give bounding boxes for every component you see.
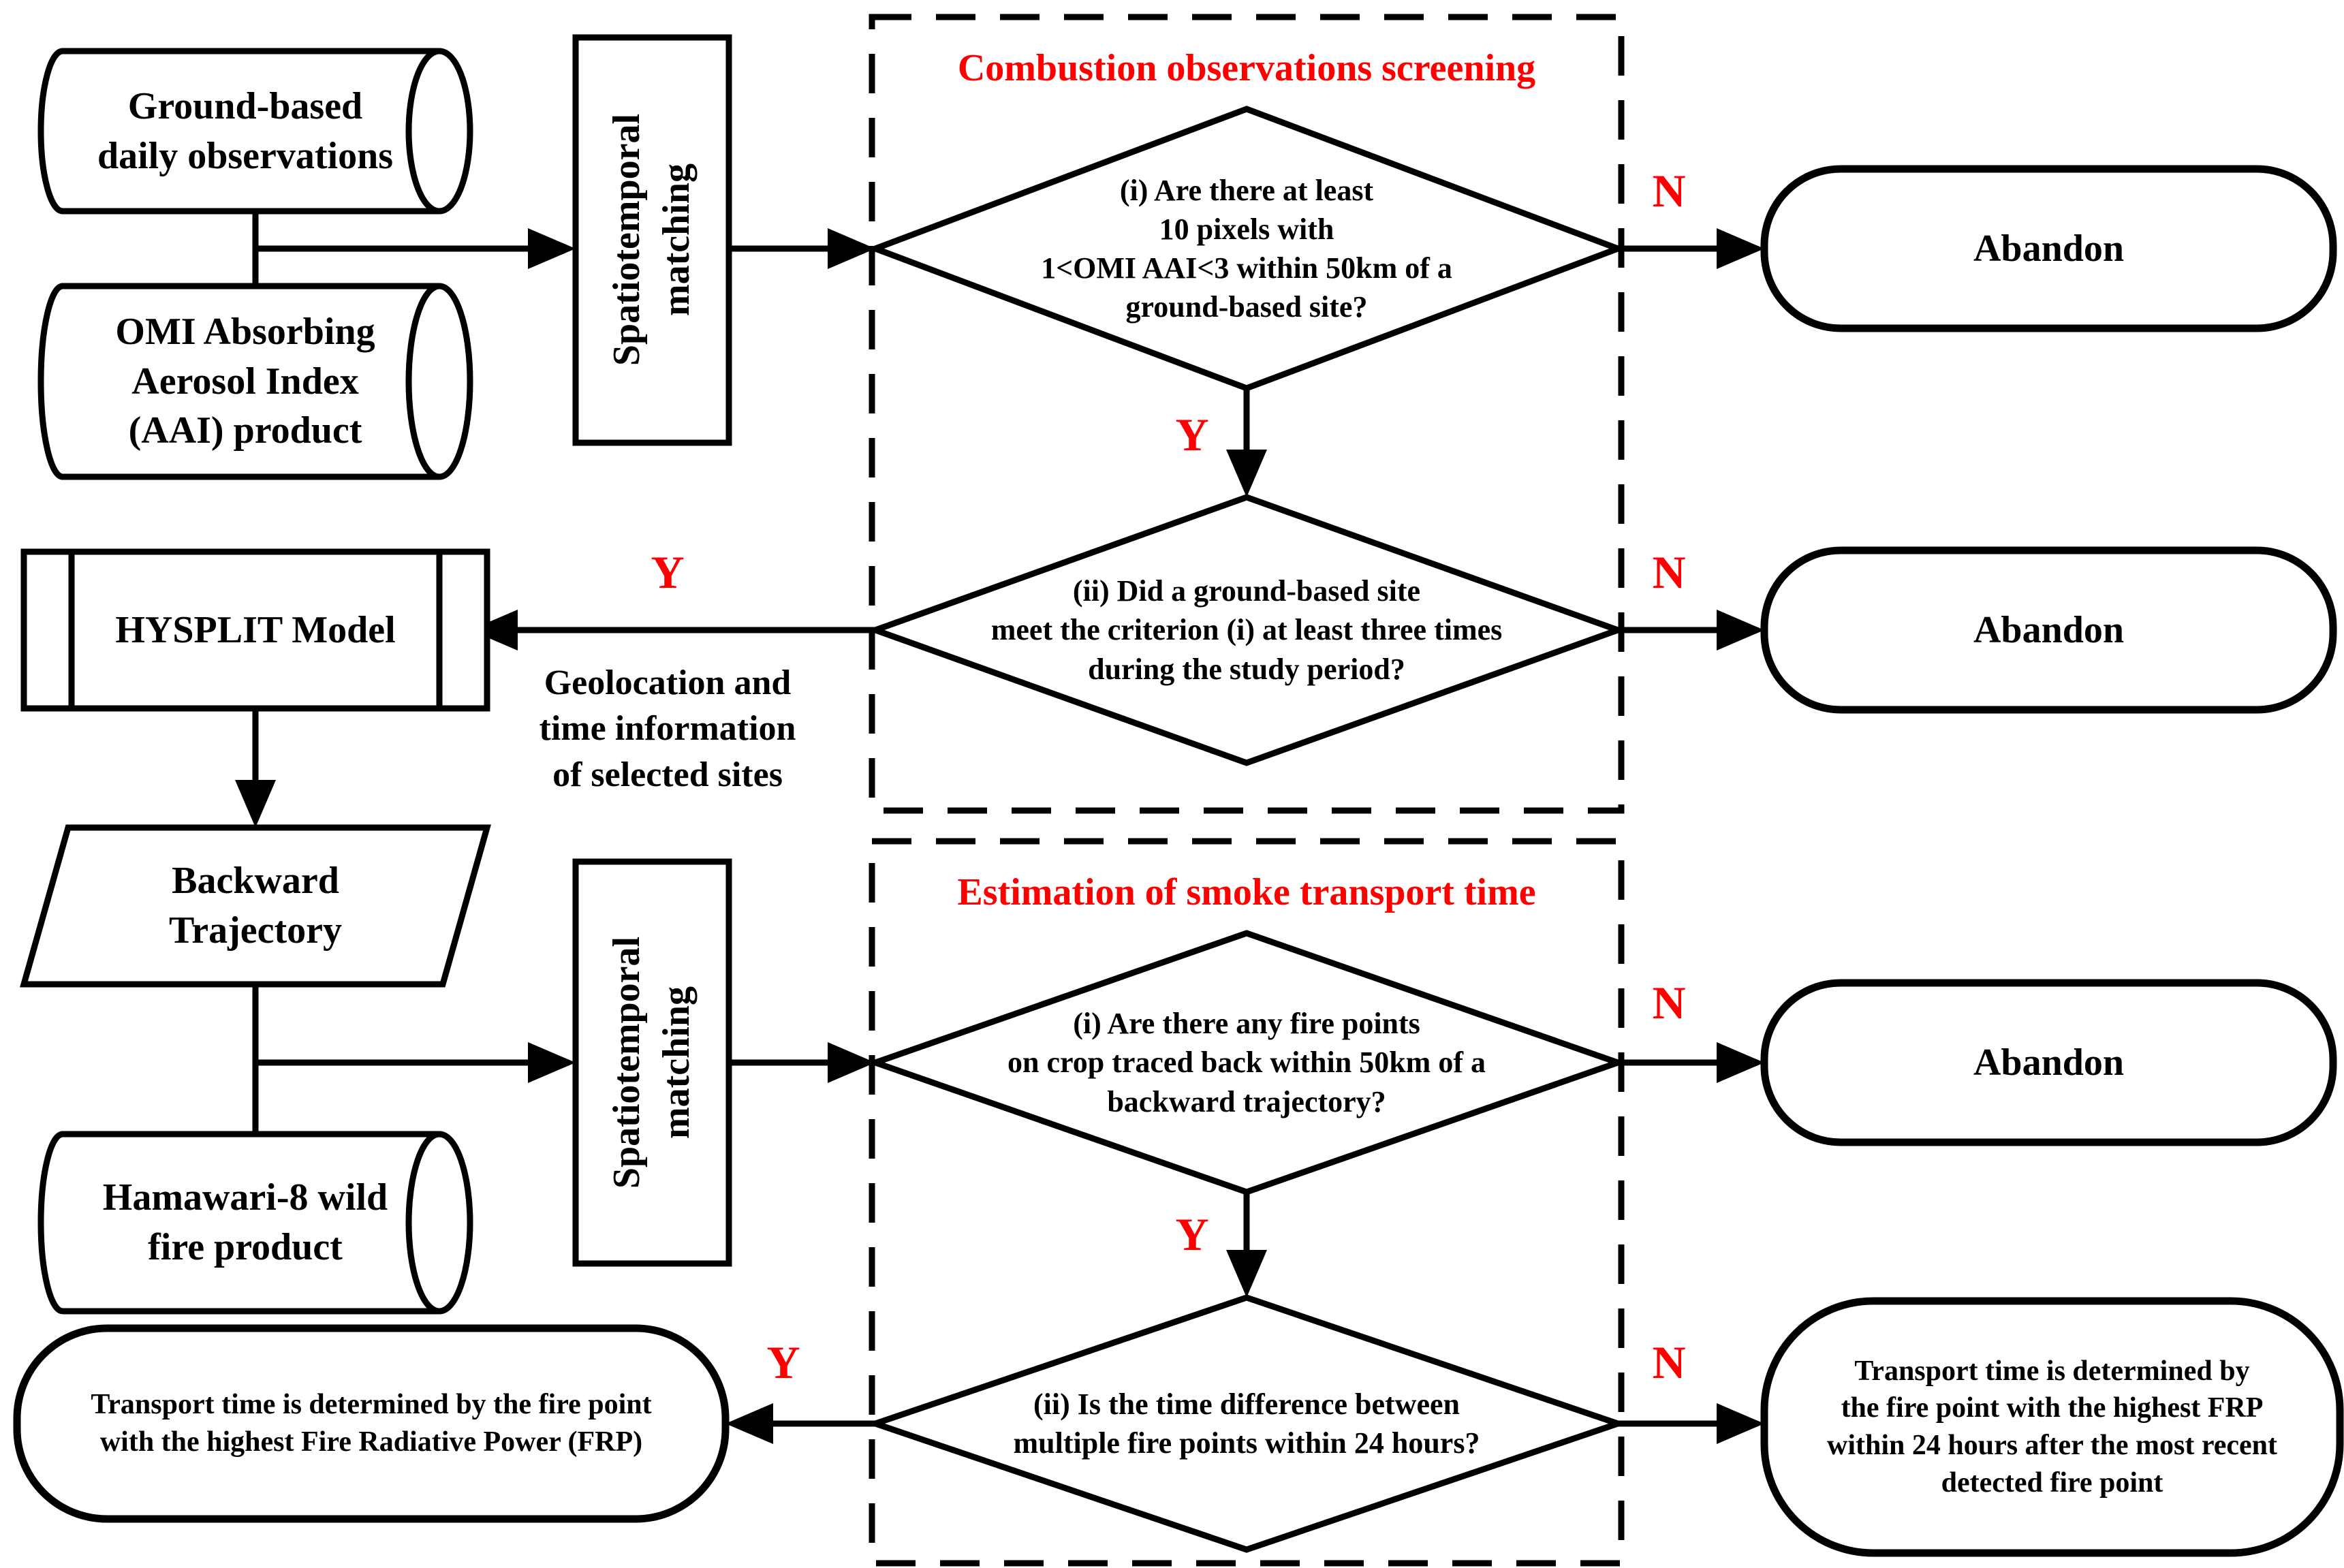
- arrowhead: [1226, 1250, 1267, 1298]
- ground-obs-label: Ground-based daily observations: [97, 84, 394, 177]
- abandon-1-stadium: [1760, 165, 2337, 332]
- arrowhead: [235, 780, 276, 828]
- abandon-1-label: Abandon: [1973, 227, 2125, 270]
- yes-label-1: Y: [1175, 409, 1209, 460]
- yes-label-4: Y: [766, 1336, 800, 1388]
- spatiotemporal-matching-2-box: [572, 858, 732, 1267]
- omi-aai-label: OMI Absorbing Aerosol Index (AAI) produc…: [115, 310, 375, 452]
- hysplit-box: [20, 548, 490, 712]
- ground-obs-cylinder-cap: [405, 48, 440, 215]
- abandon-2-label: Abandon: [1973, 608, 2125, 651]
- spatiotemporal-matching-1-box: [572, 34, 732, 446]
- abandon-3-stadium: [1760, 979, 2337, 1146]
- no-label-4: N: [1652, 1336, 1686, 1388]
- yes-label-3: Y: [1175, 1208, 1209, 1260]
- spatiotemporal-matching-1-label: Spatiotemporal matching: [606, 113, 698, 366]
- transport-time-frame: [869, 838, 1625, 1567]
- arrowhead: [470, 610, 518, 650]
- abandon-2-stadium: [1760, 546, 2337, 714]
- combustion-screening-title: Combustion observations screening: [957, 46, 1536, 89]
- decision-3-label: (i) Are there any fire points on crop tr…: [1007, 1007, 1486, 1118]
- decision-1-label: (i) Are there at least 10 pixels with 1<…: [1041, 173, 1452, 324]
- arrowhead: [528, 1042, 576, 1083]
- no-label-1: N: [1652, 165, 1686, 217]
- decision-4-diamond: [866, 1294, 1627, 1553]
- arrowhead: [1717, 228, 1764, 269]
- decision-1-diamond: [866, 106, 1627, 392]
- geolocation-note: Geolocation and time information of sele…: [539, 663, 796, 794]
- no-label-3: N: [1652, 977, 1686, 1029]
- arrowhead: [725, 1403, 773, 1444]
- decision-2-diamond: [866, 494, 1627, 766]
- outcome-highest-frp-stadium: [13, 1324, 730, 1523]
- decision-4-label: (ii) Is the time difference between mult…: [1013, 1387, 1480, 1460]
- arrowhead: [828, 228, 875, 269]
- hysplit-label: HYSPLIT Model: [115, 608, 396, 651]
- decision-2-label: (ii) Did a ground-based site meet the cr…: [990, 574, 1503, 686]
- backward-trajectory-label: Backward Trajectory: [169, 860, 342, 952]
- abandon-3-label: Abandon: [1973, 1041, 2125, 1084]
- outcome-highest-frp-label: Transport time is determined by the fire…: [91, 1389, 652, 1458]
- spatiotemporal-matching-2-label: Spatiotemporal matching: [606, 936, 698, 1189]
- outcome-highest-frp-24h-stadium: [1760, 1297, 2344, 1557]
- arrowhead: [1717, 1403, 1764, 1444]
- decision-3-diamond: [866, 930, 1627, 1195]
- omi-aai-cylinder-cap: [405, 283, 440, 480]
- transport-time-title: Estimation of smoke transport time: [957, 871, 1536, 913]
- hamawari-label: Hamawari-8 wild fire product: [102, 1176, 388, 1268]
- no-label-2: N: [1652, 546, 1686, 598]
- outcome-highest-frp-24h-label: Transport time is determined by the fire…: [1826, 1355, 2278, 1499]
- backward-trajectory-parallelogram: [20, 824, 491, 988]
- arrowhead: [1717, 1042, 1764, 1083]
- hamawari-cylinder-cap: [405, 1131, 440, 1315]
- arrowhead: [1226, 450, 1267, 497]
- arrowhead: [1717, 610, 1764, 650]
- arrowhead: [528, 228, 576, 269]
- arrowhead: [828, 1042, 875, 1083]
- yes-label-2: Y: [651, 546, 685, 598]
